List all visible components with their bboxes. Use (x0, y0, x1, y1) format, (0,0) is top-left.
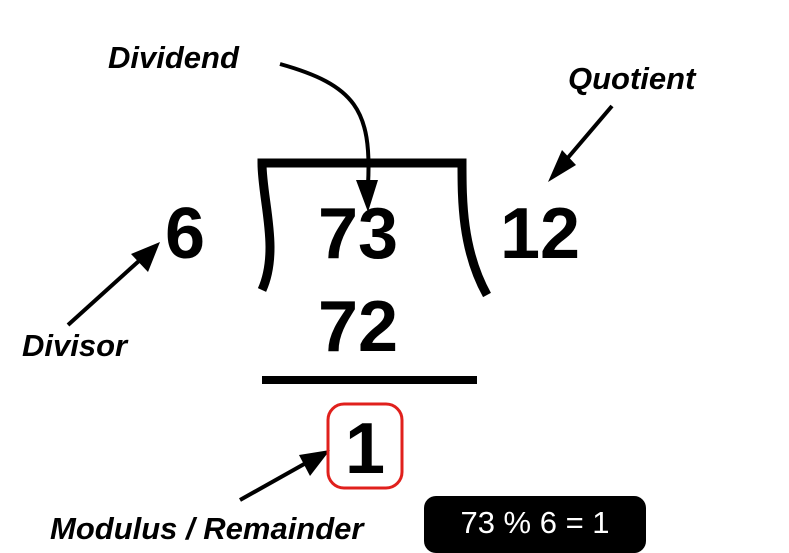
divisor-arrow (66, 258, 142, 327)
remainder-arrow (239, 461, 307, 502)
quotient-arrow (564, 104, 614, 162)
quotient-label: Quotient (568, 61, 696, 96)
remainder-highlight-box (326, 402, 404, 490)
remainder-arrowhead-icon (299, 450, 330, 476)
divisor-label: Divisor (22, 328, 128, 363)
remainder-value: 1 (345, 409, 386, 489)
remainder-label: Modulus / Remainder (50, 511, 364, 546)
dividend-arrowhead-icon (356, 180, 378, 212)
formula-text: 73 % 6 = 1 (460, 504, 610, 540)
dividend-arrow (279, 62, 371, 186)
quotient-value: 12 (500, 194, 581, 274)
formula-badge: 73 % 6 = 1 (424, 496, 646, 553)
product-value: 72 (318, 287, 399, 367)
dividend-value: 73 (318, 194, 399, 274)
quotient-arrowhead-icon (548, 150, 576, 182)
division-bracket (257, 158, 491, 298)
divisor-arrowhead-icon (131, 242, 160, 272)
dividend-label: Dividend (108, 40, 239, 75)
divisor-value: 6 (165, 194, 206, 274)
